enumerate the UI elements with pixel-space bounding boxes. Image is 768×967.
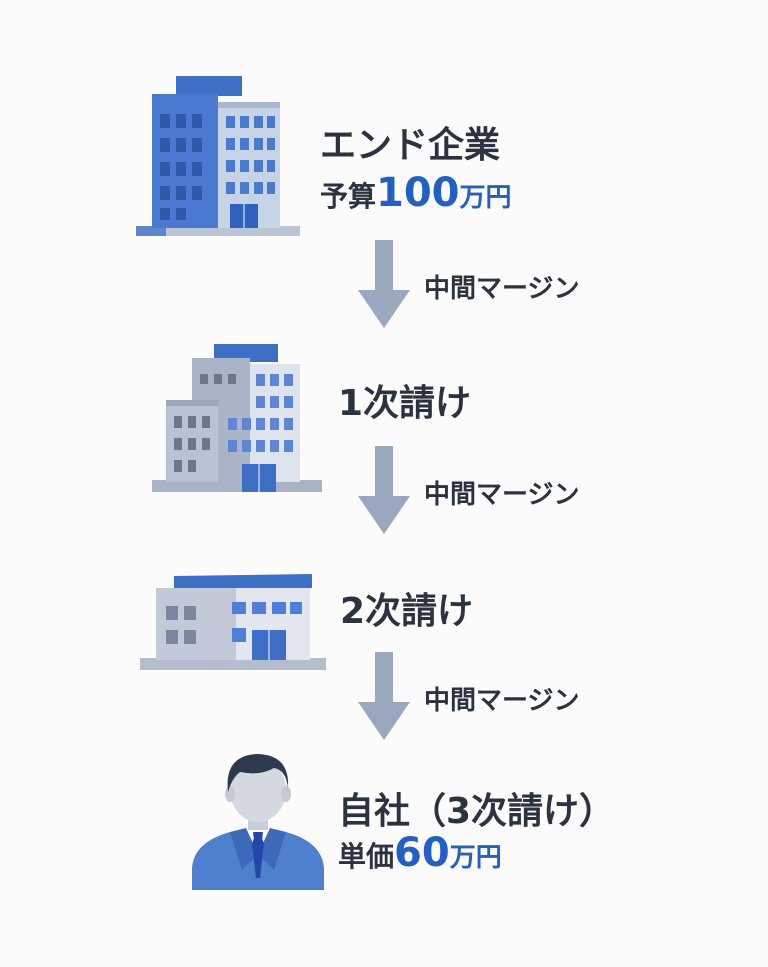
down-arrow-icon [358,240,410,328]
second-sub-title: 2次請け [340,591,474,632]
first-sub-title: 1次請け [338,383,472,424]
budget-unit: 万円 [459,183,512,213]
own-company-rate: 単価60万円 [338,830,502,876]
first-sub-icon [152,344,322,496]
businessman-icon [190,750,326,890]
down-arrow-icon [358,446,410,534]
second-sub-icon [140,570,326,674]
end-company-budget: 予算100万円 [320,170,512,216]
rate-unit: 万円 [449,843,502,873]
budget-label: 予算 [320,180,377,213]
rate-amount: 60 [394,830,450,876]
end-company-title: エンド企業 [320,125,501,166]
down-arrow-icon [358,652,410,740]
end-company-icon [134,76,302,240]
margin-label-1: 中間マージン [424,274,580,304]
margin-label-3: 中間マージン [424,686,580,716]
own-company-title: 自社（3次請け） [338,791,616,832]
budget-amount: 100 [376,170,460,216]
margin-label-2: 中間マージン [424,480,580,510]
rate-label: 単価 [338,840,395,873]
